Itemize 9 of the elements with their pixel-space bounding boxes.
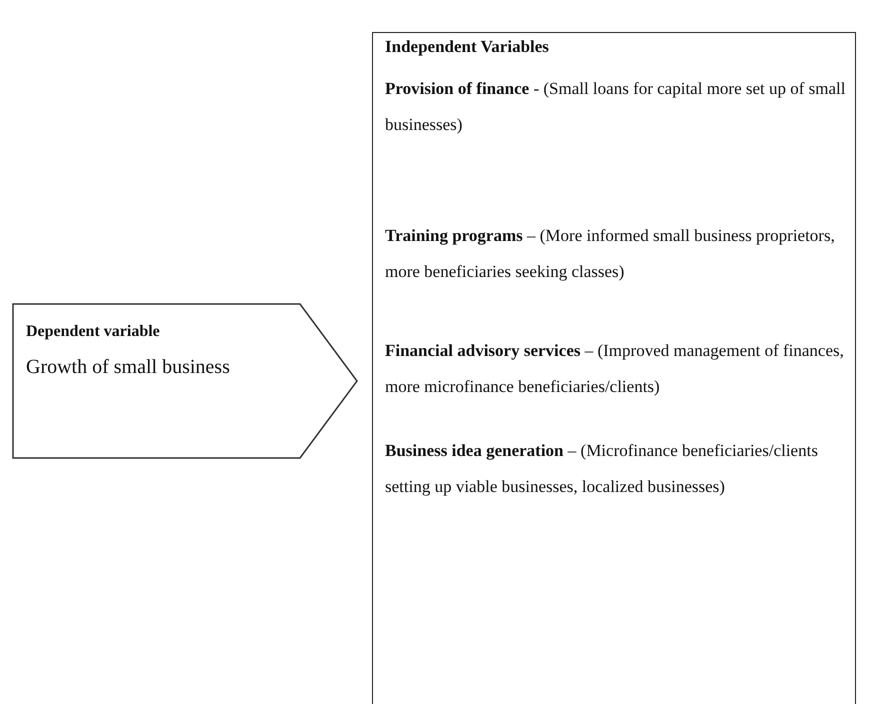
variables-box [372, 32, 856, 704]
variable-description: Financial advisory services – (Improved management of finances, more microfinance beneficiaries/clients) [385, 340, 845, 398]
variable-text: Growth of small business [26, 355, 231, 379]
heading: Dependent variable [26, 323, 160, 341]
variable-description: Training programs – (More informed small business proprietors, more beneficiaries seeking classes) [385, 225, 836, 283]
heading: Independent Variables [385, 37, 550, 57]
arrow-shaped-box [12, 303, 358, 459]
variable-description: Business idea generation – (Microfinance beneficiaries/clients setting up viable businesses, localized businesses) [385, 440, 819, 498]
variable-description: Provision of finance - (Small loans for capital more set up of small businesses) [385, 78, 846, 136]
